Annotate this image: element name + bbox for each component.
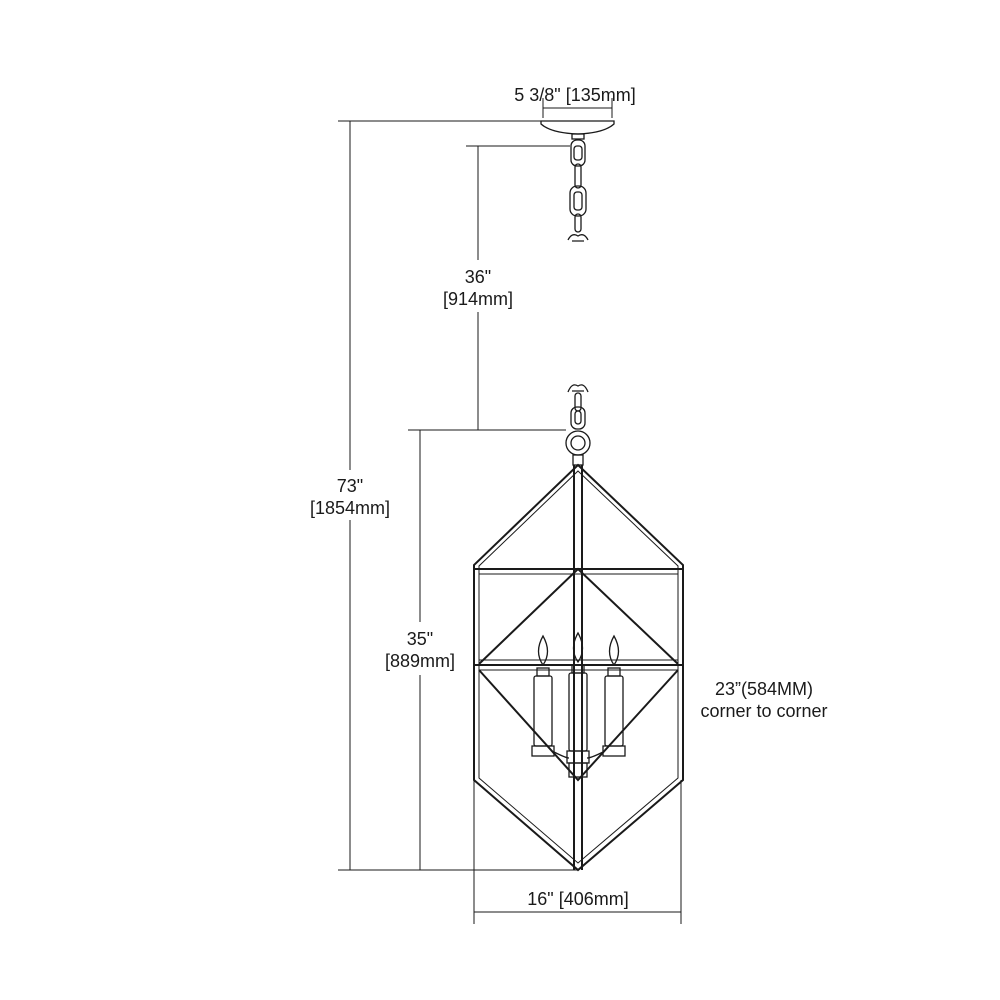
fixture-width-dimension-line	[473, 780, 682, 924]
ceiling-canopy	[540, 120, 615, 140]
canopy-width-dimension-line	[542, 98, 613, 118]
lower-chain	[565, 384, 591, 466]
corner-to-corner-value: 23”(584MM)	[714, 679, 814, 699]
overall-height-inches: 73"	[336, 476, 364, 496]
corner-to-corner-text: corner to corner	[700, 701, 828, 721]
overall-height-label: 73" [1854mm]	[296, 475, 404, 519]
canopy-width-label: 5 3/8" [135mm]	[514, 85, 636, 105]
fixture-height-inches: 35"	[406, 629, 434, 649]
candle-lights	[531, 631, 626, 778]
fixture-width-label: 16" [406mm]	[527, 889, 629, 909]
upper-chain	[567, 139, 589, 242]
overall-height-mm: [1854mm]	[309, 498, 391, 518]
fixture-height-mm: [889mm]	[384, 651, 456, 671]
chain-length-label: 36" [914mm]	[428, 266, 528, 310]
chain-length-mm: [914mm]	[442, 289, 514, 309]
lantern-frame	[473, 463, 684, 872]
corner-to-corner-label: 23”(584MM) corner to corner	[684, 678, 844, 722]
fixture-height-label: 35" [889mm]	[368, 628, 472, 672]
fixture-height-dimension-line	[408, 429, 566, 870]
chain-length-dimension-line	[466, 145, 570, 430]
overall-height-dimension-line	[338, 120, 578, 871]
chain-length-inches: 36"	[464, 267, 492, 287]
